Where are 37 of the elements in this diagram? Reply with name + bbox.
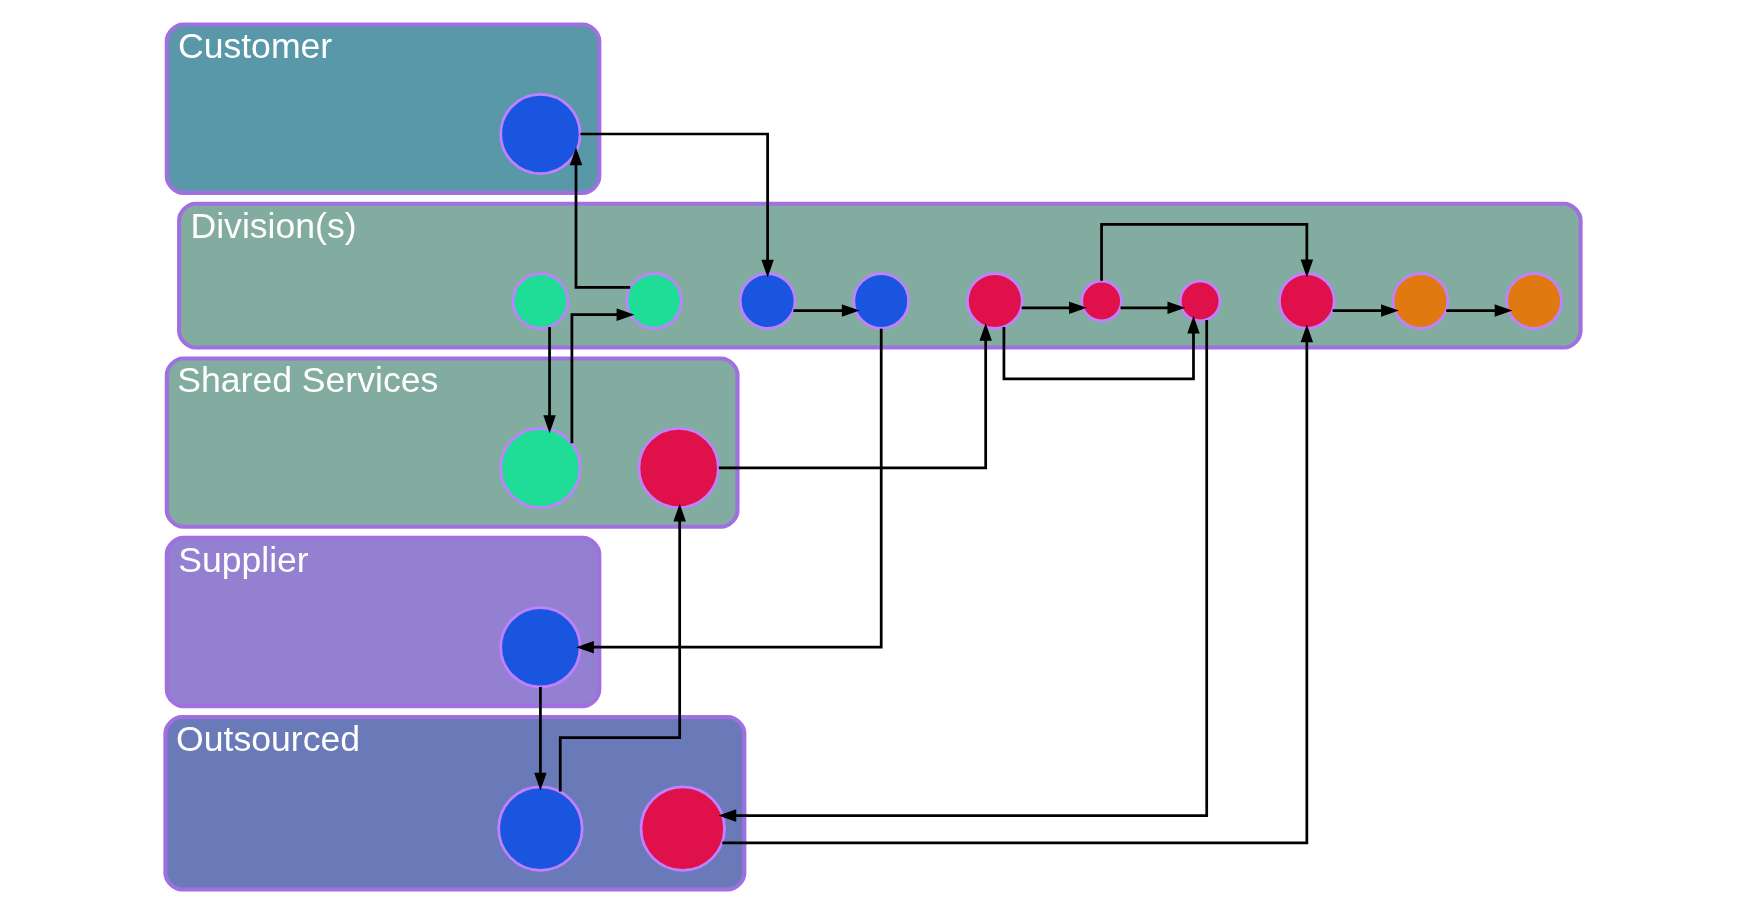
cluster: Customer bbox=[164, 22, 601, 195]
cluster: Supplier bbox=[164, 535, 601, 709]
arrow bbox=[558, 503, 686, 792]
node-circle bbox=[1079, 279, 1123, 323]
arrow bbox=[569, 147, 630, 289]
arrow bbox=[1021, 301, 1087, 315]
node-circle bbox=[965, 272, 1024, 330]
arrow bbox=[717, 319, 1208, 822]
arrow bbox=[718, 322, 992, 470]
node-circle bbox=[1504, 272, 1563, 330]
arrow bbox=[1099, 222, 1313, 281]
node-circle bbox=[498, 426, 581, 509]
arrow bbox=[580, 132, 774, 278]
arrow bbox=[575, 328, 883, 654]
node-circle bbox=[738, 272, 796, 330]
node-circle bbox=[1178, 279, 1221, 323]
node-circle bbox=[637, 426, 720, 509]
node-circle bbox=[639, 785, 726, 872]
arrow bbox=[1002, 315, 1200, 381]
arrow bbox=[1120, 301, 1185, 315]
cluster: Division(s) bbox=[176, 201, 1583, 350]
cluster: Outsourced bbox=[162, 715, 746, 892]
arrow bbox=[792, 304, 860, 317]
node-circle bbox=[1391, 272, 1449, 330]
arrow bbox=[542, 327, 556, 434]
node-circle bbox=[496, 785, 584, 872]
cluster: Shared Services bbox=[164, 356, 740, 529]
arrow bbox=[570, 308, 634, 444]
node-circle bbox=[498, 606, 581, 689]
node-circle bbox=[511, 272, 569, 330]
node-circle bbox=[1277, 272, 1336, 330]
arrow bbox=[1332, 304, 1399, 317]
arrow bbox=[1445, 304, 1512, 317]
arrow bbox=[721, 324, 1313, 845]
arrow bbox=[533, 687, 547, 791]
node-circle bbox=[851, 272, 910, 330]
node-circle bbox=[624, 272, 683, 330]
